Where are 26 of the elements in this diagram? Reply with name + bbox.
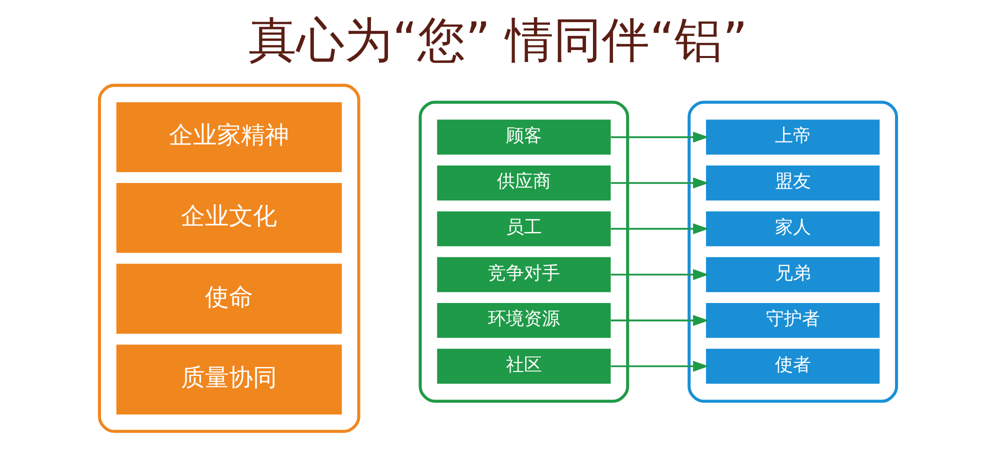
- cluster: [98, 84, 360, 433]
- node-box: 家人: [706, 211, 880, 246]
- arrow: [610, 132, 709, 143]
- node-box: 盟友: [706, 166, 880, 200]
- node-box: 使命: [116, 264, 342, 334]
- arrow: [610, 223, 709, 234]
- arrow: [610, 269, 709, 280]
- node-box: 使者: [706, 348, 880, 384]
- node-box: 竞争对手: [437, 257, 611, 292]
- node-box: 环境资源: [437, 302, 611, 338]
- arrow: [610, 314, 709, 326]
- node-box: 顾客: [437, 120, 611, 155]
- node-box: 守护者: [706, 302, 880, 338]
- diagram-title: 真心为“您” 情同伴“铝”: [248, 12, 748, 68]
- node-box: 社区: [437, 348, 611, 384]
- node-box: 供应商: [437, 166, 611, 200]
- arrow: [610, 360, 709, 372]
- node-box: 企业文化: [116, 182, 342, 253]
- arrow: [610, 177, 709, 188]
- node-box: 上帝: [706, 120, 880, 155]
- node-box: 兄弟: [706, 257, 880, 292]
- node-box: 员工: [437, 211, 611, 246]
- node-box: 企业家精神: [116, 102, 342, 172]
- cluster: [418, 100, 630, 403]
- node-box: 质量协同: [116, 344, 342, 414]
- cluster: [688, 100, 898, 403]
